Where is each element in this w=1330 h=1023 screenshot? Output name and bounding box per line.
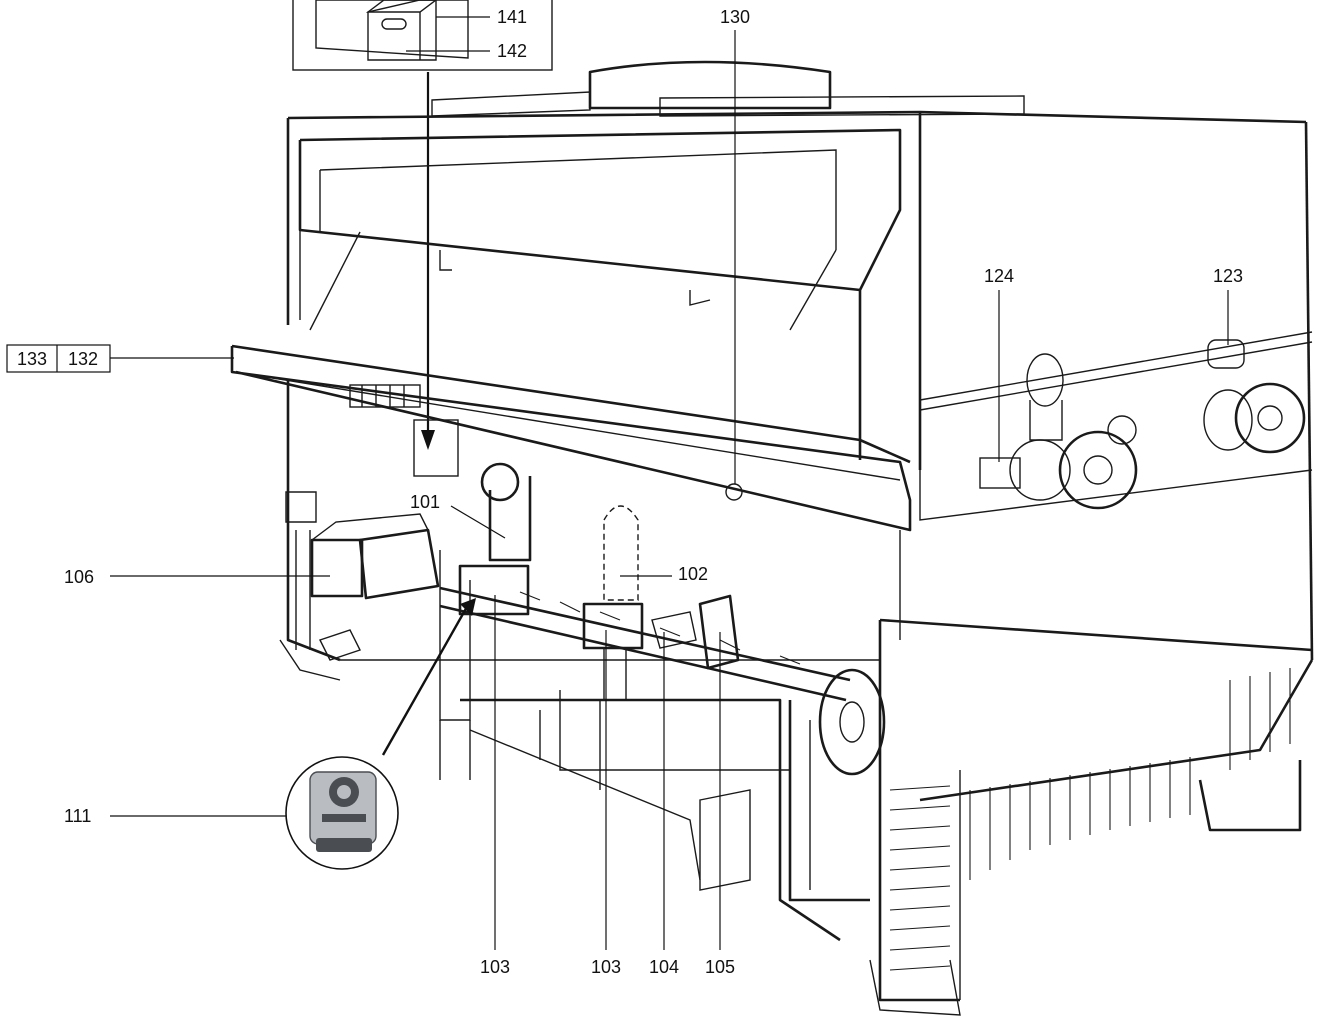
label-130: 130 bbox=[720, 7, 750, 27]
label-101: 101 bbox=[410, 492, 440, 512]
label-133: 133 bbox=[17, 349, 47, 369]
pipe-101 bbox=[488, 476, 532, 562]
label-box-133-132 bbox=[6, 344, 111, 373]
indicator-130 bbox=[725, 483, 743, 501]
valve-top bbox=[1026, 353, 1064, 407]
burner-hood bbox=[299, 128, 902, 460]
actuator-box bbox=[358, 528, 440, 600]
inset-box-slot bbox=[381, 18, 407, 30]
support-frame bbox=[460, 698, 841, 942]
inset-box-top bbox=[365, 0, 438, 13]
label-124: 124 bbox=[984, 266, 1014, 286]
flue-cap bbox=[588, 60, 832, 110]
fitting-104 bbox=[651, 611, 697, 649]
gas-train bbox=[279, 462, 886, 942]
label-142: 142 bbox=[497, 41, 527, 61]
switch-panel bbox=[349, 384, 421, 408]
label-111: 111 bbox=[64, 806, 91, 826]
sensor-124 bbox=[979, 457, 1021, 489]
hatch-lines bbox=[889, 668, 1291, 971]
label-123: 123 bbox=[1213, 266, 1243, 286]
flange-right bbox=[1234, 382, 1306, 454]
inset-frame bbox=[292, 0, 553, 71]
control-box bbox=[413, 419, 459, 477]
base-legs bbox=[869, 620, 1314, 1016]
flange-left bbox=[1058, 430, 1138, 510]
label-103a: 103 bbox=[480, 957, 510, 977]
label-103b: 103 bbox=[591, 957, 621, 977]
inset-detail bbox=[292, 0, 553, 71]
regulator-ball bbox=[480, 462, 520, 502]
main-pipe bbox=[439, 586, 851, 682]
label-132: 132 bbox=[68, 349, 98, 369]
label-104: 104 bbox=[649, 957, 679, 977]
labels: 141 142 130 124 123 133 132 101 106 102 … bbox=[17, 7, 1243, 977]
label-102: 102 bbox=[678, 564, 708, 584]
pipe-end-flange bbox=[818, 668, 886, 776]
pressure-switch-callout bbox=[285, 598, 476, 870]
fitting-105 bbox=[698, 594, 740, 670]
inset-arrow bbox=[421, 72, 435, 450]
valve-103b bbox=[582, 602, 644, 650]
label-141: 141 bbox=[497, 7, 527, 27]
inset-box-front bbox=[367, 0, 437, 61]
label-106: 106 bbox=[64, 567, 94, 587]
inset-panel bbox=[315, 0, 469, 59]
boiler-body bbox=[230, 60, 1314, 662]
actuator-106 bbox=[310, 538, 364, 598]
leader-101 bbox=[450, 505, 506, 539]
valve-103a bbox=[458, 564, 530, 616]
leader-lines bbox=[110, 30, 1229, 950]
side-connections bbox=[979, 339, 1306, 510]
front-rail bbox=[230, 346, 912, 532]
label-105: 105 bbox=[705, 957, 735, 977]
pipe-102 bbox=[603, 505, 639, 601]
sensor-123 bbox=[1207, 339, 1245, 369]
